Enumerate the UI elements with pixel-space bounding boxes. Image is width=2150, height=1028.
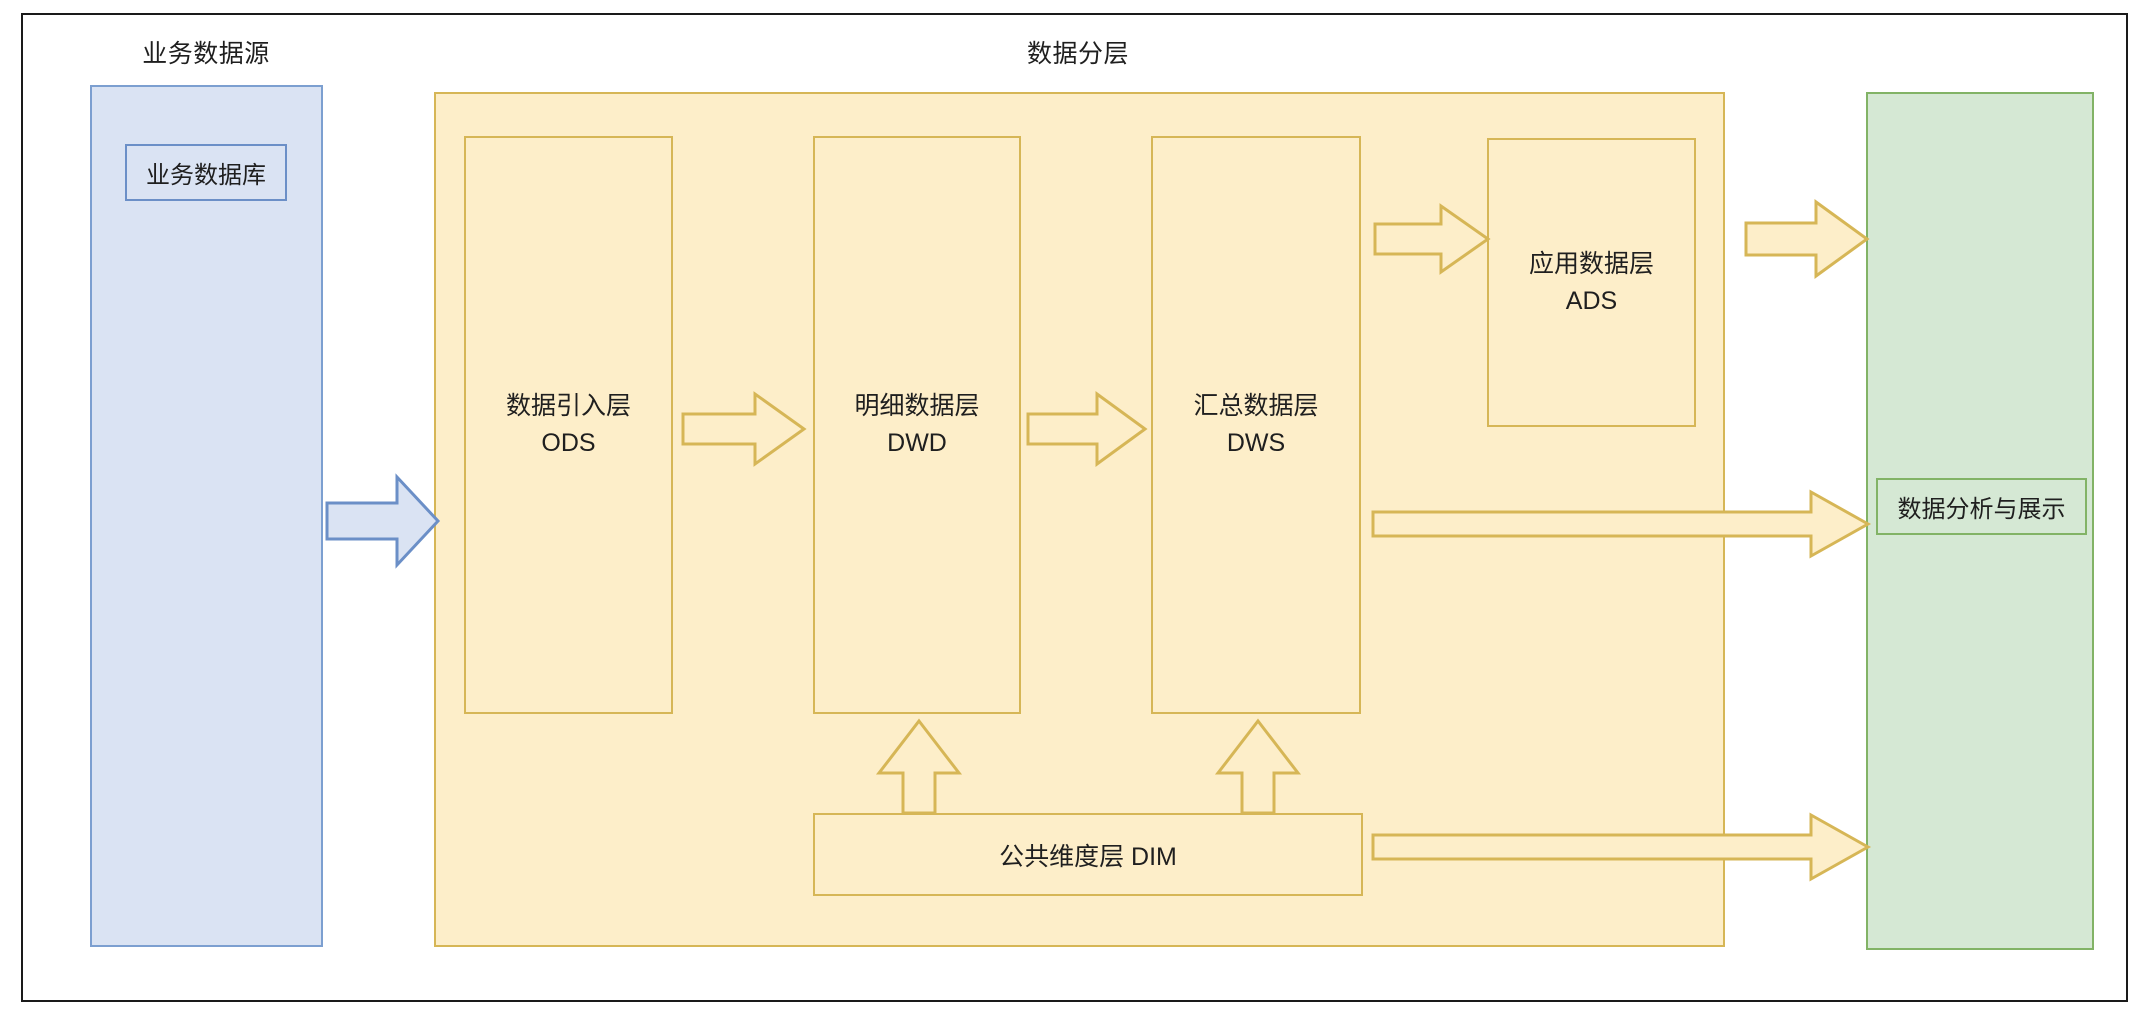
layer-ads-name-en: ADS xyxy=(1565,286,1618,315)
layer-box-dws[interactable]: 汇总数据层 DWS xyxy=(1151,136,1361,714)
arrow-dws-row-to-analysis xyxy=(1371,489,1872,559)
business-database-box[interactable]: 业务数据库 xyxy=(125,144,287,201)
business-database-label: 业务数据库 xyxy=(146,162,266,189)
layer-box-dim[interactable]: 公共维度层 DIM xyxy=(813,813,1363,896)
arrow-dim-to-analysis xyxy=(1371,812,1872,882)
arrow-source-to-ods xyxy=(325,473,441,569)
business-source-title: 业务数据源 xyxy=(142,40,270,68)
data-analysis-box[interactable]: 数据分析与展示 xyxy=(1876,478,2087,535)
arrow-dwd-to-dws xyxy=(1026,391,1148,467)
layer-dws-name-en: DWS xyxy=(1226,429,1286,457)
data-analysis-label: 数据分析与展示 xyxy=(1897,496,2066,523)
layer-box-dwd[interactable]: 明细数据层 DWD xyxy=(813,136,1021,714)
layer-dwd-name-cn: 明细数据层 xyxy=(854,392,980,420)
data-layering-title: 数据分层 xyxy=(1026,40,1129,68)
layer-ads-name-cn: 应用数据层 xyxy=(1528,249,1654,278)
arrow-ads-to-analysis xyxy=(1744,199,1870,279)
arrow-ods-to-dwd xyxy=(681,391,807,467)
arrow-dim-to-dws xyxy=(1214,718,1302,815)
arrow-dim-to-dwd xyxy=(875,718,963,815)
layer-dws-name-cn: 汇总数据层 xyxy=(1193,392,1319,420)
layer-box-ads[interactable]: 应用数据层 ADS xyxy=(1487,138,1696,427)
layer-ods-name-cn: 数据引入层 xyxy=(505,392,631,420)
layer-dwd-name-en: DWD xyxy=(887,429,947,457)
arrow-dws-to-ads xyxy=(1373,203,1491,275)
layer-ods-name-en: ODS xyxy=(541,429,596,457)
business-source-container xyxy=(90,85,323,947)
layer-box-ods[interactable]: 数据引入层 ODS xyxy=(464,136,673,714)
layer-dim-label: 公共维度层 DIM xyxy=(999,842,1177,871)
